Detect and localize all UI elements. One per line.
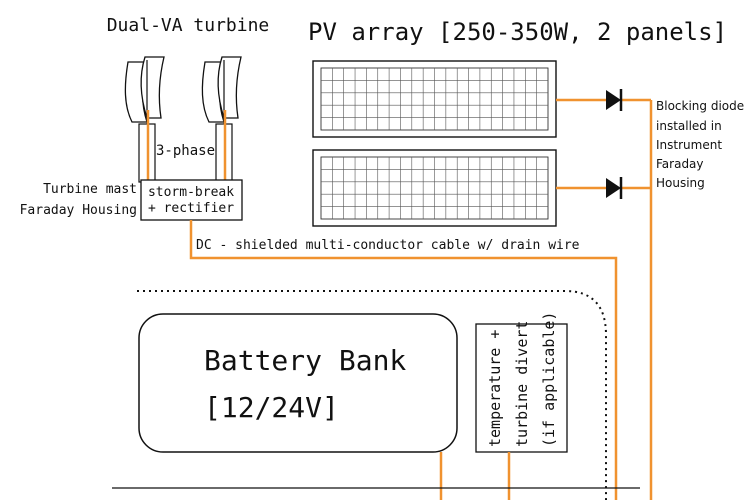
divert-box xyxy=(475,323,568,453)
dc-cable xyxy=(189,220,618,500)
blocking-diode-2-icon xyxy=(606,177,623,199)
diode-note-line-2: installed in xyxy=(656,119,722,133)
rectifier-label-2: + rectifier xyxy=(148,201,234,216)
three-phase-label: 3-phase xyxy=(156,143,215,159)
diode-note-line-3: Instrument xyxy=(656,138,722,152)
rectifier-box xyxy=(140,179,243,221)
pv-title: PV array [250-350W, 2 panels] xyxy=(308,18,727,46)
turbine-title: Dual-VA turbine xyxy=(107,15,270,36)
diode-note-line-5: Housing xyxy=(656,176,705,190)
mast-label-1: Turbine mast xyxy=(43,182,137,197)
battery-bank-box xyxy=(138,313,458,453)
diode-note-line-1: Blocking diode xyxy=(656,99,744,113)
divert-label-2: turbine divert xyxy=(513,321,531,447)
blocking-diode-1-icon xyxy=(606,89,623,111)
diode-note-line-4: Faraday xyxy=(656,157,704,171)
rectifier-label-1: storm-break xyxy=(148,185,234,200)
dc-cable-label: DC - shielded multi-conductor cable w/ d… xyxy=(196,238,580,253)
turbine-right-icon xyxy=(201,56,242,183)
pv-panel-2 xyxy=(312,149,557,227)
mast-label-2: Faraday Housing xyxy=(20,203,137,218)
battery-label-1: Battery Bank xyxy=(204,344,406,377)
pv-panel-1 xyxy=(312,60,557,138)
turbine-left-icon xyxy=(124,56,165,183)
divert-label-1: temperature + xyxy=(486,330,504,447)
divert-label-3: (if applicable) xyxy=(540,312,558,447)
diode-note: Blocking diode installed in Instrument F… xyxy=(656,99,744,190)
battery-label-2: [12/24V] xyxy=(204,391,339,424)
